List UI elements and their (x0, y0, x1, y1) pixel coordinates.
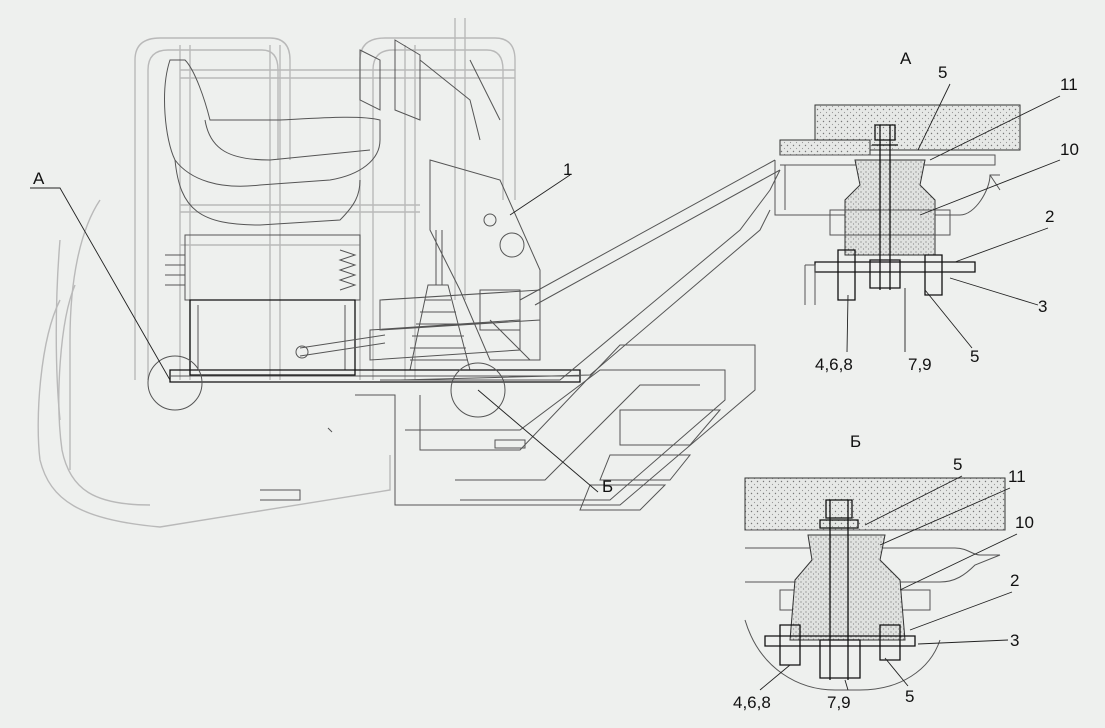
detail-b-circle (450, 362, 506, 418)
leader-1 (509, 174, 571, 216)
detail-b-callout-5-top: 5 (953, 455, 962, 474)
detail-b-title: Б (850, 432, 861, 451)
part-label-1: 1 (563, 160, 572, 179)
front-console (369, 289, 541, 361)
detail-b-callout-4-6-8: 4,6,8 (733, 693, 771, 712)
detail-a-callout-2: 2 (1045, 207, 1054, 226)
leader-b (477, 389, 599, 493)
detail-b-callout-3: 3 (1010, 631, 1019, 650)
detail-a-callout-10: 10 (1060, 140, 1079, 159)
seat-suspension (184, 234, 361, 301)
main-view (30, 18, 781, 528)
detail-a-floor-panel (814, 104, 1021, 151)
detail-a-callout-4-6-8: 4,6,8 (815, 355, 853, 374)
rear-frame (134, 37, 291, 380)
cab-contour (37, 299, 391, 528)
detail-b: Б 5 11 10 2 3 4,6,8 7,9 5 (733, 432, 1034, 712)
cab-floor (169, 369, 581, 383)
detail-a: А 5 11 10 2 3 4,6,8 7,9 5 (774, 49, 1079, 374)
detail-a-callout-3: 3 (1038, 297, 1047, 316)
detail-a-circle (147, 355, 203, 411)
steering-column (429, 159, 541, 361)
leader-a (30, 187, 171, 381)
seat (164, 59, 381, 187)
detail-b-callout-2: 2 (1010, 571, 1019, 590)
main-view-label-a: А (33, 169, 45, 188)
seat-base (189, 299, 356, 376)
detail-a-callout-5-top: 5 (938, 63, 947, 82)
detail-b-bolt (829, 500, 849, 680)
detail-a-callout-11: 11 (1060, 75, 1078, 94)
detail-a-callout-5-bottom: 5 (970, 347, 979, 366)
detail-a-title: А (900, 49, 912, 68)
detail-b-callout-7-9: 7,9 (827, 693, 851, 712)
detail-b-floor-panel (744, 477, 1006, 531)
detail-a-callout-7-9: 7,9 (908, 355, 932, 374)
main-view-label-b: Б (602, 477, 613, 496)
detail-b-callout-10: 10 (1015, 513, 1034, 532)
detail-b-callout-5-bottom: 5 (905, 687, 914, 706)
detail-b-callout-11: 11 (1008, 467, 1026, 486)
